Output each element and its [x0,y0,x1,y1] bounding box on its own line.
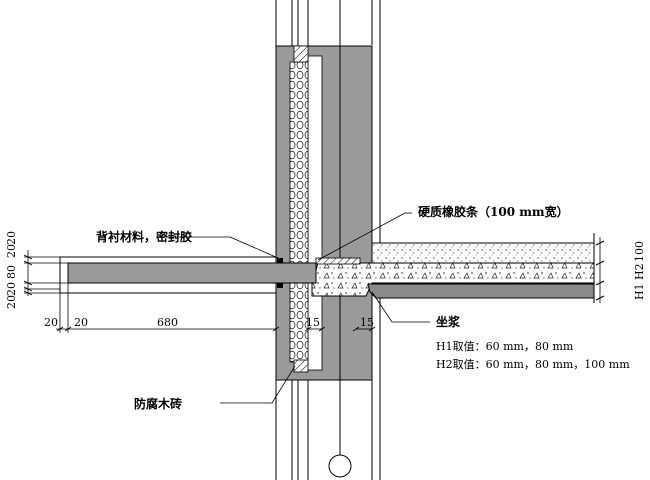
sealant-bottom [277,283,283,288]
dim-small-15b: 15 [360,316,374,329]
dim-right-h2: H2 [633,263,646,280]
label-rubber-strip: 硬质橡胶条（100 mm宽） [418,204,569,219]
sealant-top [277,258,283,263]
dim-bottom-680: 680 [157,316,178,329]
dim-bottom-20b: 20 [74,316,88,329]
dim-right-100: 100 [633,241,646,262]
dim-bottom-20a: 20 [44,316,58,329]
label-backing-sealant: 背衬材料，密封胶 [96,229,192,244]
right-dimension-ticks [595,240,605,301]
note-h1-values: H1取值：60 mm，80 mm [436,340,574,353]
rubber-strip [315,257,361,265]
dim-right-h1: H1 [633,283,646,300]
slab-topping [371,242,595,264]
dim-left-20d: 20 [5,295,18,309]
dim-left-20c: 20 [5,282,18,296]
leader-lines [160,212,430,404]
dim-small-15a: 15 [306,316,320,329]
dim-left-80: 80 [5,265,18,279]
left-dimension-lines [23,250,68,296]
precast-panel [367,283,595,299]
small-dimension-lines [304,326,376,332]
wood-brick-top [293,45,309,63]
note-h2-values: H2取值：60 mm，80 mm，100 mm [436,358,630,371]
bottom-dimension-line [56,283,280,333]
label-mortar-bed: 坐浆 [436,314,461,329]
axis-bubble [328,454,352,478]
dim-left-20b: 20 [5,231,18,245]
dim-left-20a: 20 [5,244,18,258]
label-wood-brick: 防腐木砖 [134,396,182,411]
cantilever-grey [67,262,317,284]
wood-brick-bottom [293,359,309,373]
